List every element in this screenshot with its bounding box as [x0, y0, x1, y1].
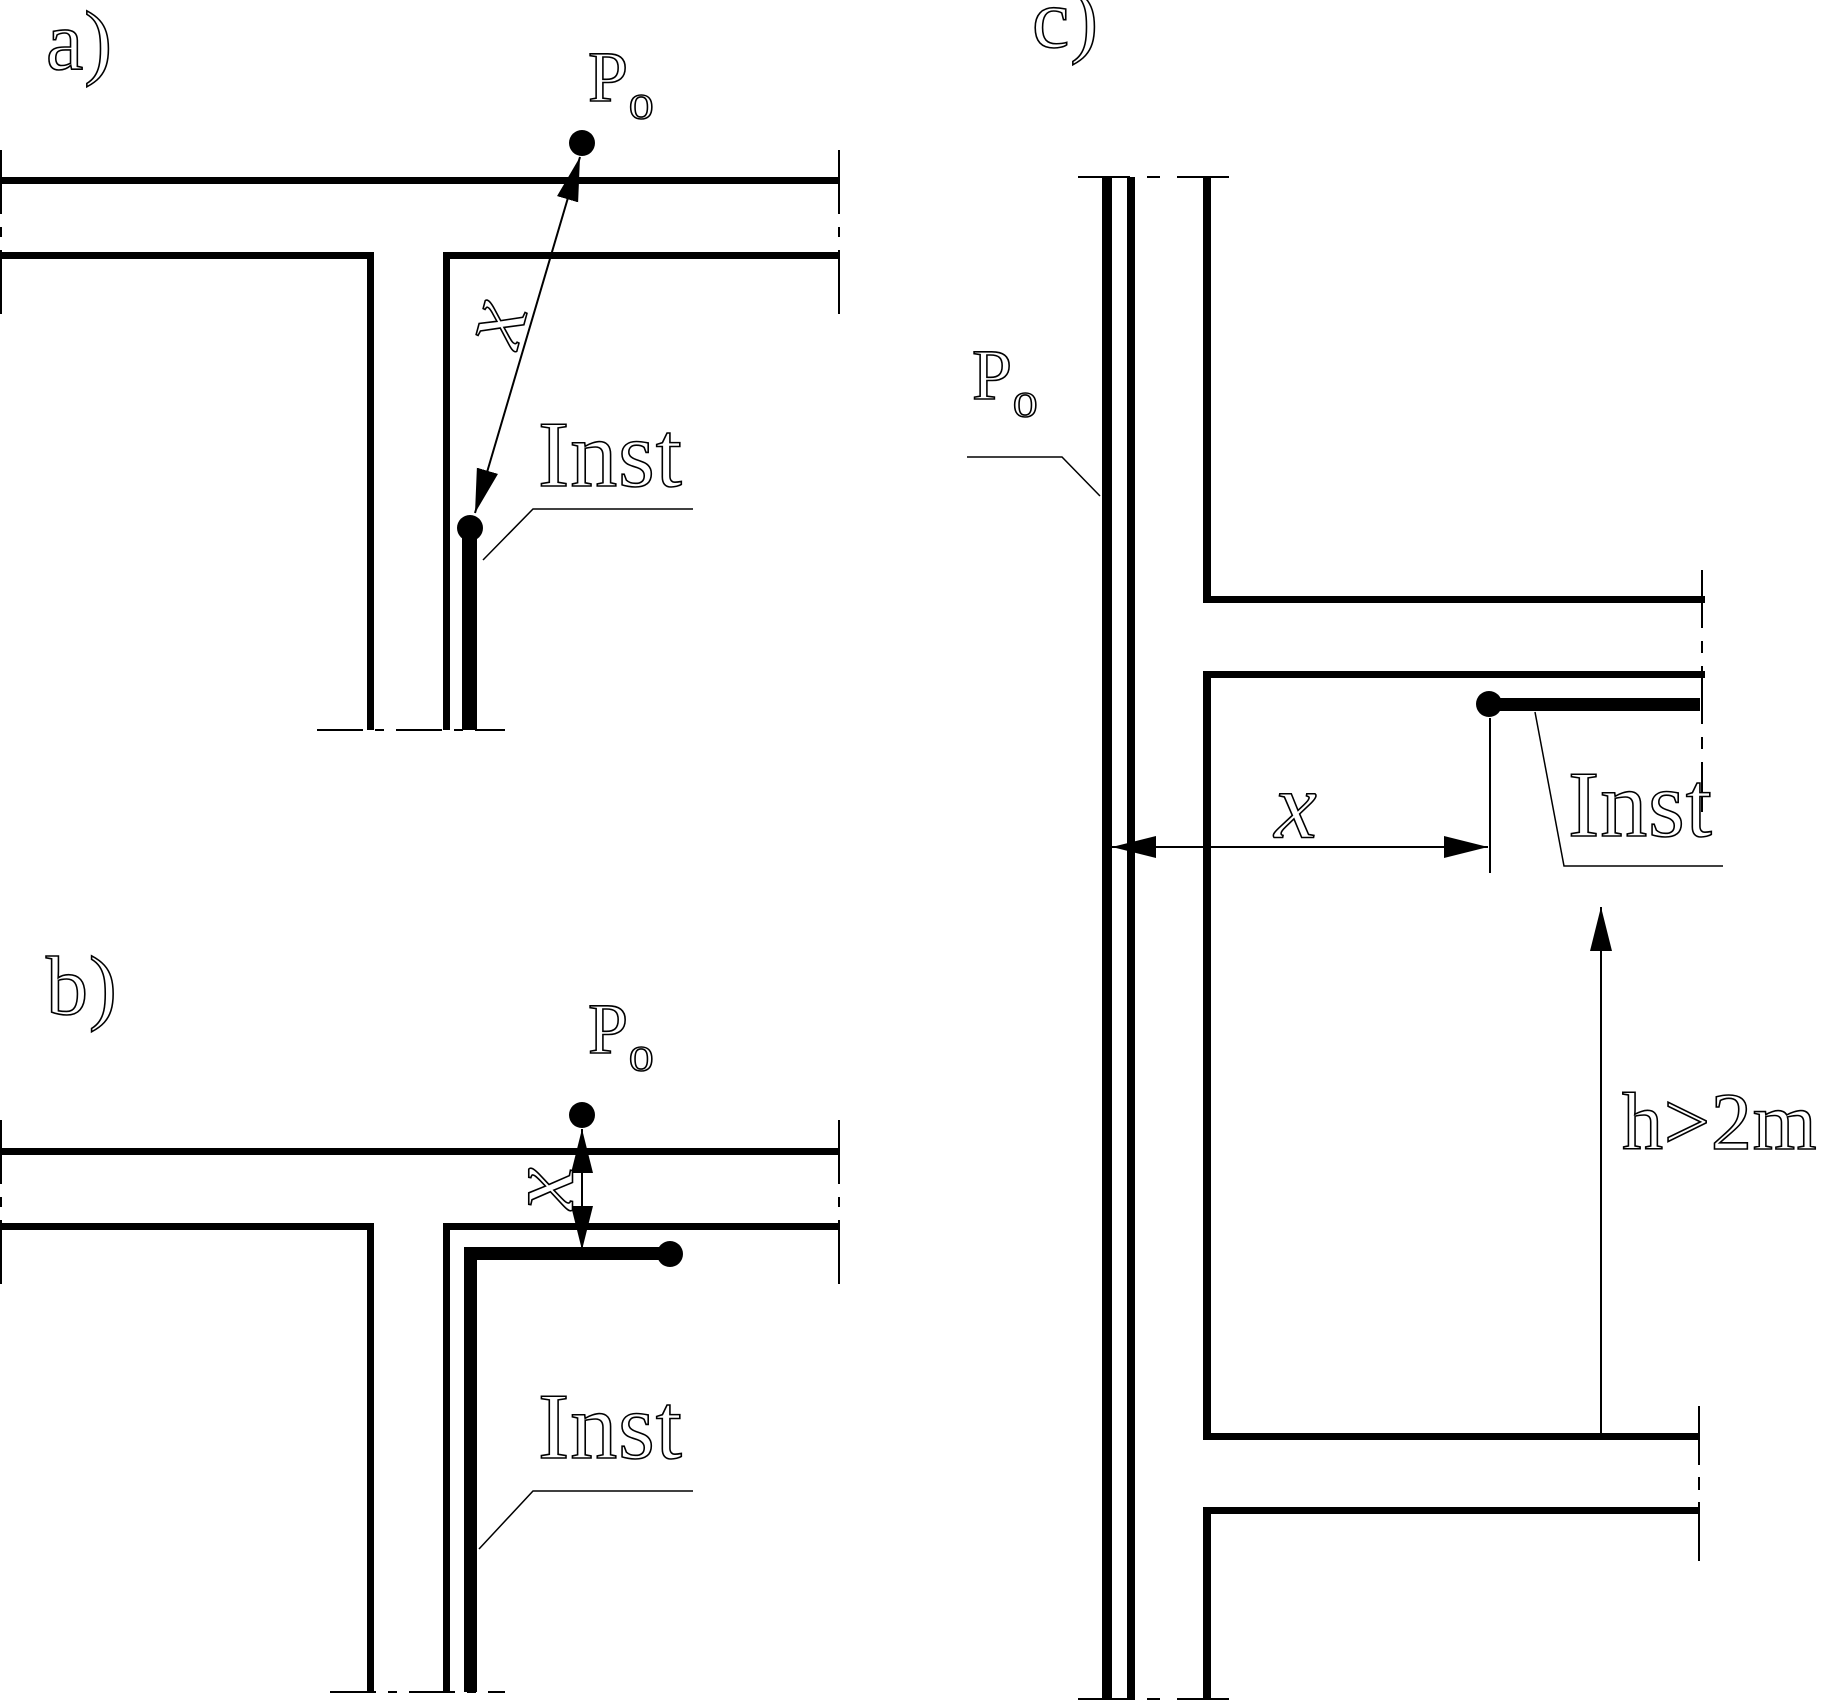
- wall-lower-right: [443, 1223, 839, 1230]
- wall-horizontal-2: [1203, 671, 1705, 678]
- wall-lower-right: [443, 252, 839, 259]
- p0-label-sub: o: [628, 1025, 655, 1082]
- conductor-line-inner: [1127, 177, 1135, 1700]
- panel-b-walls: [0, 1148, 839, 1692]
- wall-stem-left: [367, 252, 374, 730]
- h-dimension-label: h>2m: [1621, 1076, 1818, 1167]
- panel-b-label: b): [45, 940, 118, 1033]
- wall-top: [0, 177, 839, 184]
- conductor-line-outer: [1102, 177, 1112, 1700]
- panel-b-break-lines: [0, 1120, 840, 1693]
- panel-c-break-lines: [1078, 176, 1703, 1700]
- wall-vertical-lower: [1203, 1507, 1211, 1700]
- p0-leader-line: [967, 456, 1101, 497]
- panel-c-label: c): [1031, 0, 1099, 66]
- p0-point: [569, 130, 595, 156]
- wall-vertical-middle: [1203, 671, 1211, 1439]
- p0-label: Po: [587, 40, 654, 127]
- inst-label: Inst: [537, 1375, 683, 1479]
- inst-conductor-line: [1489, 698, 1700, 711]
- inst-leader-line: [1534, 711, 1723, 867]
- inst-leader-line: [482, 508, 693, 561]
- wall-horizontal-1: [1203, 596, 1705, 603]
- wall-horizontal-3: [1203, 1433, 1700, 1440]
- inst-leader-line: [478, 1490, 693, 1550]
- x-dimension-label: x: [1274, 752, 1318, 859]
- panel-c-conductor: [1102, 177, 1135, 1700]
- inst-conductor-line: [462, 528, 477, 730]
- wall-vertical-upper: [1203, 177, 1211, 602]
- panel-c-walls: [1203, 177, 1705, 1700]
- p0-label-main: P: [587, 989, 629, 1069]
- inst-label: Inst: [537, 403, 683, 507]
- distance-arrow: [474, 156, 581, 514]
- wall-stem-right: [443, 252, 450, 730]
- wall-stem-right: [443, 1223, 450, 1692]
- p0-point: [569, 1102, 595, 1128]
- inst-point: [657, 1241, 683, 1267]
- inst-conductor-line-vertical: [464, 1247, 477, 1692]
- panel-a-break-lines: [0, 150, 840, 731]
- p0-label-sub: o: [1012, 371, 1039, 428]
- panel-a-walls: [0, 177, 839, 730]
- inst-conductor-line-horizontal: [465, 1247, 670, 1260]
- wall-lower-left: [0, 1223, 372, 1230]
- x-dimension-label: x: [487, 1166, 595, 1211]
- p0-label: Po: [587, 992, 654, 1079]
- inst-label: Inst: [1567, 753, 1713, 857]
- wall-horizontal-4: [1203, 1507, 1700, 1514]
- wall-stem-left: [367, 1223, 374, 1692]
- panel-a-label: a): [45, 0, 113, 88]
- wall-lower-left: [0, 252, 372, 259]
- p0-label: Po: [971, 338, 1038, 425]
- wall-top: [0, 1148, 839, 1155]
- p0-label-main: P: [587, 37, 629, 117]
- p0-label-sub: o: [628, 73, 655, 130]
- p0-label-main: P: [971, 335, 1013, 415]
